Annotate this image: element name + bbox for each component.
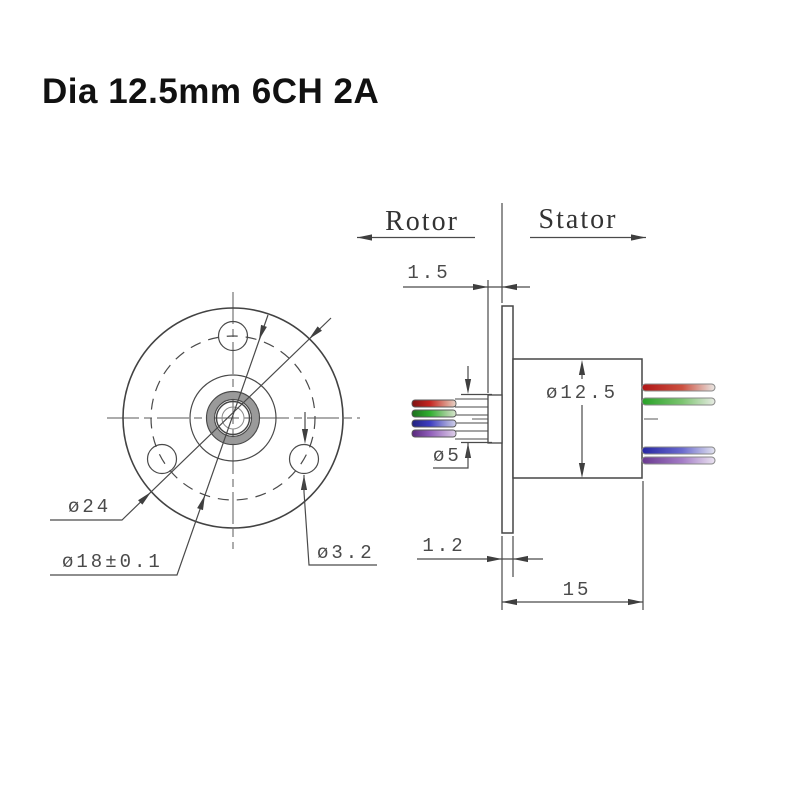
wire-stator-blue <box>641 446 716 455</box>
knurl-ring <box>207 392 259 444</box>
dim-flange-diameter: ø24 <box>50 317 332 521</box>
dim-label-body-diameter: ø12.5 <box>546 382 618 404</box>
dim-flange-thickness: 1.2 <box>417 535 543 610</box>
flange-plate-side <box>501 305 514 534</box>
center-bore <box>215 400 251 436</box>
stator-label: Stator <box>539 204 618 235</box>
front-view: ø24 ø18±0.1 ø3.2 <box>50 292 377 576</box>
dim-body-diameter: ø12.5 <box>546 360 618 478</box>
bolt-circle-dashed <box>150 335 316 501</box>
rotor-stator-labels: Rotor Stator <box>357 203 646 303</box>
wire-rotor-purple <box>411 429 457 438</box>
dim-pin-exposure: 1.5 <box>403 262 530 393</box>
flange-outer-circle <box>122 307 344 529</box>
mounting-hole-left <box>146 443 178 475</box>
dim-label-pin-exposure: 1.5 <box>407 262 450 284</box>
dim-label-shaft-diameter: ø5 <box>433 445 462 467</box>
page-title: Dia 12.5mm 6CH 2A <box>42 72 380 111</box>
dim-shaft-diameter: ø5 <box>433 366 472 469</box>
rotor-connector-block <box>487 394 503 444</box>
dim-label-flange-diameter: ø24 <box>68 496 111 518</box>
rotor-label: Rotor <box>385 206 459 237</box>
rotor-wires <box>411 399 457 438</box>
dim-label-mounting-hole: ø3.2 <box>317 542 375 564</box>
side-view: Rotor Stator 1.5 <box>357 203 716 610</box>
rotor-pins <box>455 398 489 440</box>
wire-rotor-blue <box>411 419 457 428</box>
front-centerlines <box>107 292 360 549</box>
dim-label-flange-thickness: 1.2 <box>422 535 465 557</box>
rotor-hub <box>189 374 277 462</box>
dim-bolt-circle: ø18±0.1 <box>50 314 269 576</box>
dim-label-body-length: 15 <box>563 579 592 601</box>
wire-stator-purple <box>641 456 716 465</box>
wire-stator-green <box>641 397 716 406</box>
wire-stator-red <box>641 383 716 392</box>
dim-mounting-hole: ø3.2 <box>300 412 377 566</box>
stator-wires <box>641 383 716 465</box>
mounting-hole-right <box>288 443 320 475</box>
dim-label-bolt-circle: ø18±0.1 <box>62 551 163 573</box>
stator-body <box>512 358 643 479</box>
wire-rotor-green <box>411 409 457 418</box>
dim-body-length: 15 <box>502 481 644 610</box>
wire-rotor-red <box>411 399 457 408</box>
mounting-hole-top <box>217 320 249 352</box>
